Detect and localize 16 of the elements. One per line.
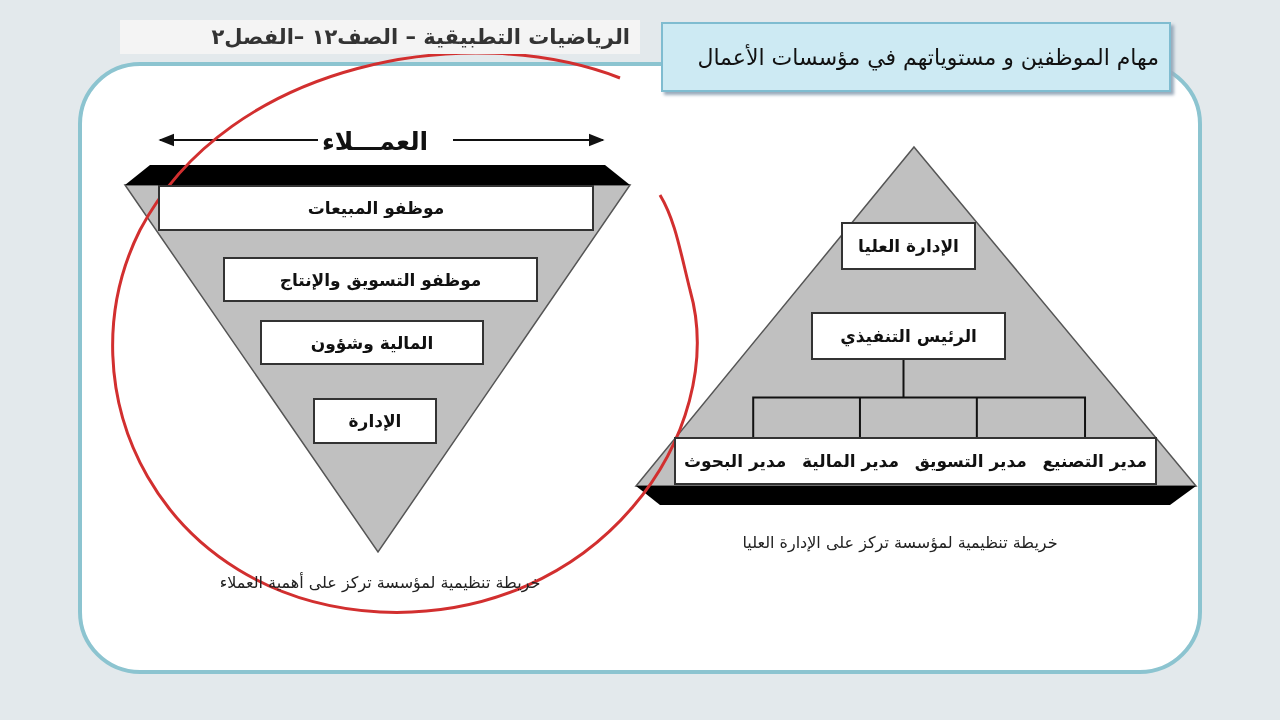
role-box: موظفو التسويق والإنتاج xyxy=(223,257,538,302)
role-label: مدير التسويق xyxy=(914,451,1027,471)
role-label: مدير المالية xyxy=(802,451,899,471)
title-box: مهام الموظفين و مستوياتهم في مؤسسات الأعمال xyxy=(661,22,1171,92)
header-label: الرياضيات التطبيقية – الصف١٢ –الفصل٢ xyxy=(120,20,640,54)
connector-line xyxy=(752,359,1087,438)
role-box: الإدارة العليا xyxy=(841,222,976,270)
role-box: المالية وشؤون xyxy=(260,320,484,365)
role-box: موظفو المبيعات xyxy=(158,185,594,231)
role-label: مدير التصنيع xyxy=(1042,451,1148,471)
chart-caption: خريطة تنظيمية لمؤسسة تركز على الإدارة العليا xyxy=(741,532,1059,555)
role-label: مدير البحوث xyxy=(683,451,787,471)
role-box: الإدارة xyxy=(313,398,437,444)
arrow-label: العمـــلاء xyxy=(320,126,430,158)
role-box: الرئيس التنفيذي xyxy=(811,312,1006,360)
role-box xyxy=(674,437,1157,485)
